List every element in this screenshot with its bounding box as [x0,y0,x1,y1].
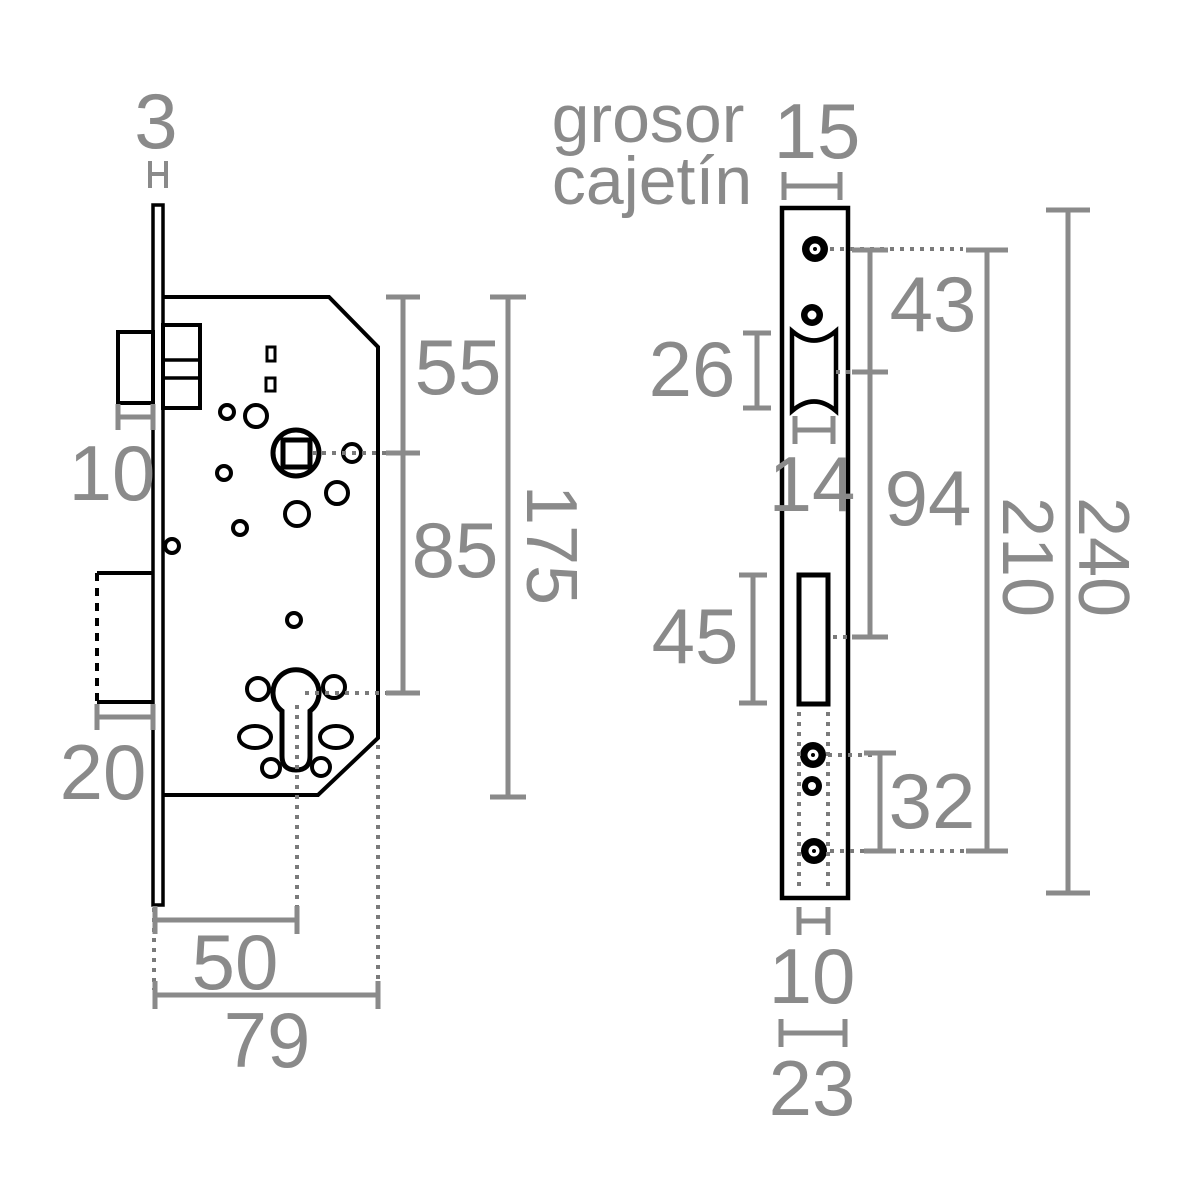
lock-body-side-view [95,203,380,907]
screw-hole-3-dot [811,753,815,757]
label-14: 14 [769,440,856,528]
deadbolt-cutout [796,572,831,707]
case-outline [163,295,380,797]
label-43: 43 [890,260,977,348]
case-hole [285,611,303,629]
case-hole [231,519,249,537]
cylinder-screw-hole [321,674,347,700]
label-20: 20 [60,728,147,816]
label-175: 175 [511,485,591,605]
cylinder-oval-hole [237,724,273,750]
faceplate-screw-holes [800,236,828,864]
faceplate-strip [151,203,165,907]
cylinder-screw-hole [260,757,282,779]
case-hole [163,537,181,555]
case-hole [283,500,311,528]
cylinder-oval-hole [318,724,354,750]
label-10-latch: 10 [69,429,156,517]
euro-cylinder-profile [270,667,322,773]
slot-hole-2 [264,376,277,393]
screw-hole-top-dot [813,247,817,251]
label-23: 23 [769,1044,856,1132]
case-hole [243,403,269,429]
label-240: 240 [1063,497,1143,617]
label-15: 15 [774,87,861,175]
label-26: 26 [649,325,736,413]
cylinder-screw-hole [245,676,271,702]
dimension-lines [94,161,1090,1047]
label-3: 3 [134,77,177,165]
label-50: 50 [192,918,279,1006]
dotted-reference-lines [152,247,980,993]
label-55: 55 [415,323,502,411]
label-grosor: grosor [552,81,745,157]
faceplate-front-view [779,205,851,901]
label-45: 45 [652,592,739,680]
faceplate-outline [779,205,851,901]
label-79: 79 [224,996,311,1084]
case-hole [324,480,350,506]
screw-hole-bottom-dot [812,849,816,853]
label-cajetin: cajetín [552,143,752,219]
label-85: 85 [412,506,499,594]
label-94: 94 [885,454,972,542]
cylinder-screw-hole [310,756,332,778]
slot-hole-1 [265,345,277,363]
case-hole [215,464,233,482]
screw-hole-2-center [807,310,817,320]
case-hole [218,403,236,421]
latch-bolt-inner [161,323,202,410]
label-32: 32 [889,757,976,845]
latch-cutout [789,326,839,416]
label-210: 210 [987,497,1067,617]
label-10-box: 10 [769,932,856,1020]
latch-bolt-head [116,330,155,405]
screw-hole-4-center [808,782,816,790]
spindle-hub-ring [270,427,322,479]
spindle-square-hole [280,437,313,470]
